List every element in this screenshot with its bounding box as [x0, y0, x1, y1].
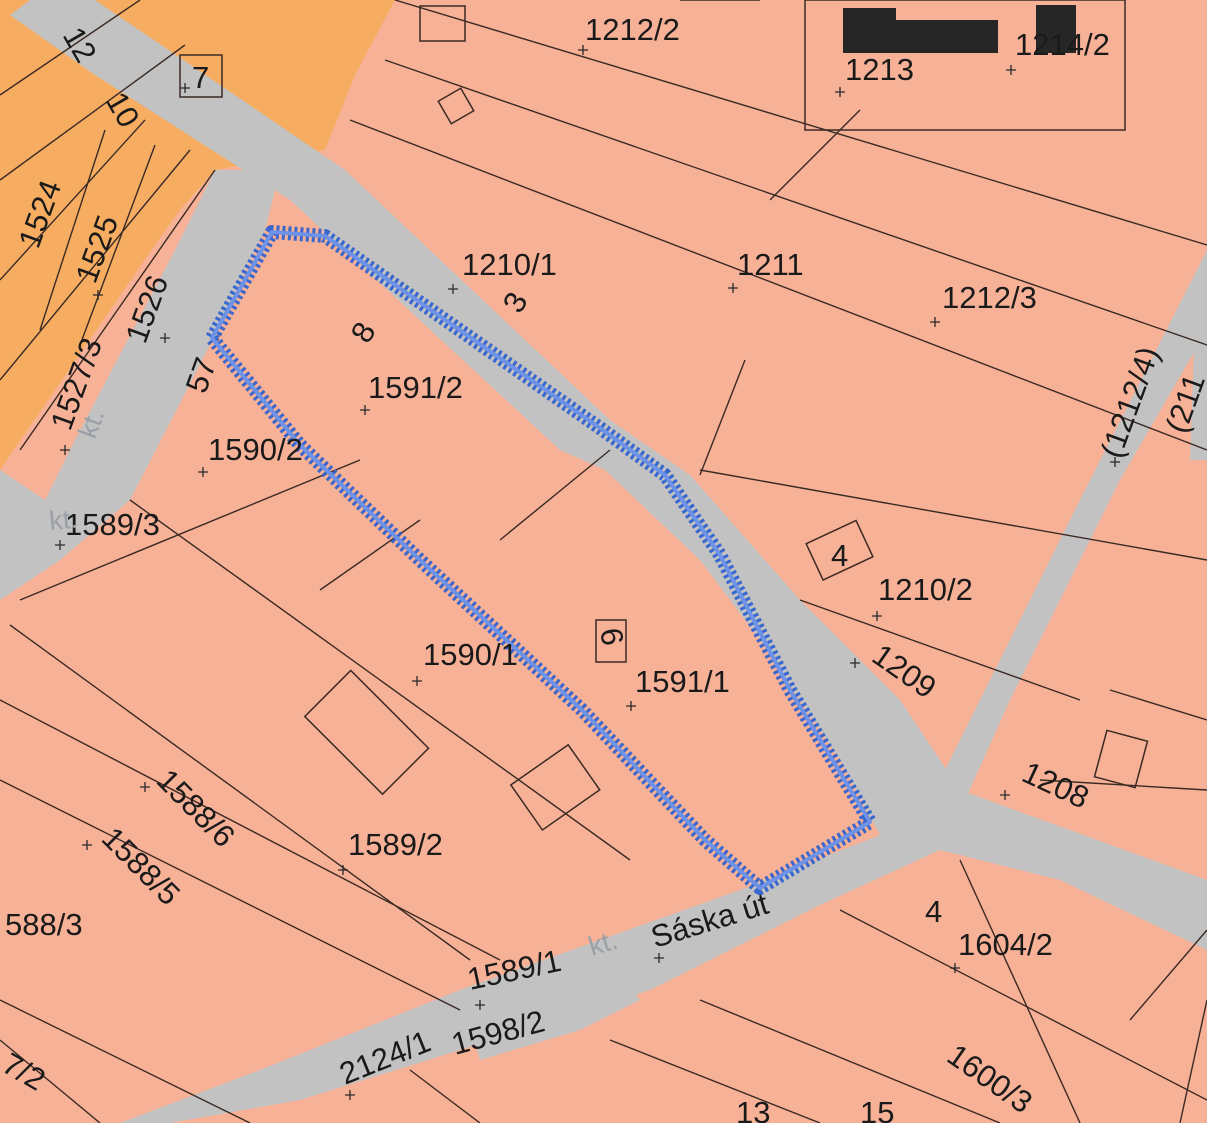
parcel-label: 7	[192, 60, 209, 95]
parcel-label: 1589/2	[348, 827, 443, 862]
parcel-label: 1210/1	[462, 247, 557, 282]
road-top-right	[1190, 300, 1207, 460]
parcel-label: 1591/2	[368, 370, 463, 405]
parcel-label: 1214/2	[1015, 27, 1110, 62]
parcel-label: 1590/1	[423, 637, 518, 672]
parcel-label: 15	[860, 1095, 894, 1123]
road-north-diagonal	[290, 170, 690, 475]
road-west	[45, 170, 280, 500]
point-markers	[55, 45, 1120, 1100]
parcel-label: 588/3	[5, 907, 83, 942]
parcel-label: 1213	[845, 52, 914, 87]
parcel-label: 13	[736, 1095, 770, 1123]
parcel-label: 1604/2	[958, 927, 1053, 962]
road-east	[605, 470, 960, 835]
parcel-label: 1590/2	[208, 432, 303, 467]
highlighted-boundary-inner	[210, 230, 872, 890]
parcel-label: 1589/3	[65, 507, 160, 542]
building-dark-block	[883, 20, 998, 53]
parcel-label: 4	[831, 538, 848, 573]
parcel-label: 1212/2	[585, 12, 680, 47]
building-outline-1213	[804, 0, 1126, 131]
parcel-label: 1591/1	[635, 664, 730, 699]
parcel-label: 1212/3	[942, 280, 1037, 315]
parcel-label: 4	[925, 894, 942, 929]
orange-zone	[0, 0, 395, 470]
road-branch	[460, 940, 640, 1060]
road-west-lower	[0, 470, 130, 600]
building-dark-block	[1036, 5, 1076, 53]
parcel-label: 1211	[737, 247, 804, 282]
street-kt-label: kt.	[48, 504, 79, 536]
road-east-junction	[880, 790, 1207, 950]
road-northwest	[10, 0, 345, 200]
parcel-label: 1210/2	[878, 572, 973, 607]
small-buildings	[179, 5, 1149, 832]
road-northeast	[940, 250, 1207, 800]
parcel-label: 6	[593, 625, 630, 648]
